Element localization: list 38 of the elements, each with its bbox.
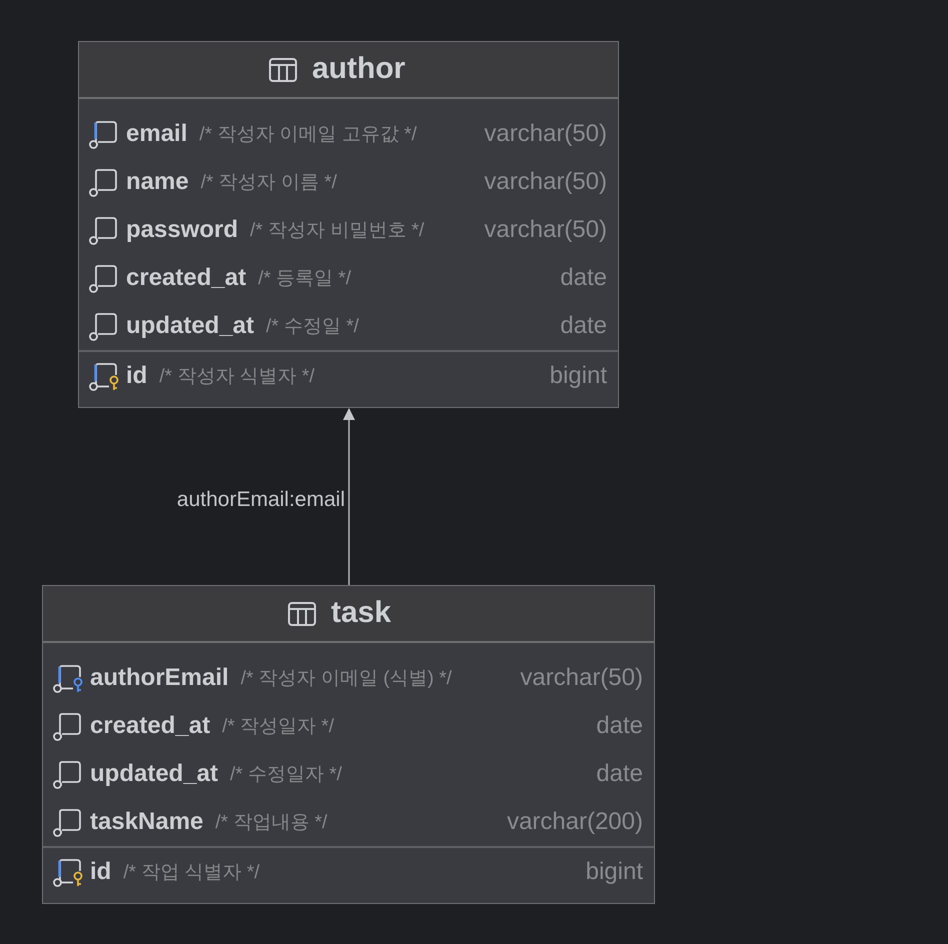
- column-type: varchar(50): [484, 216, 607, 244]
- column-comment: /* 작업내용 */: [215, 811, 328, 835]
- column-name: name: [126, 168, 189, 196]
- column-name: created_at: [90, 712, 210, 740]
- column-name: taskName: [90, 808, 204, 836]
- column-type: varchar(200): [506, 808, 643, 836]
- column-name: created_at: [126, 264, 246, 292]
- column-comment: /* 작성자 식별자 */: [159, 365, 315, 389]
- column-type: date: [596, 760, 643, 788]
- column-comment: /* 작성자 이메일 고유값 */: [199, 123, 417, 147]
- table-name: author: [312, 51, 406, 87]
- column-name: authorEmail: [90, 664, 229, 692]
- column-type: bigint: [550, 362, 607, 390]
- column-comment: /* 작업 식별자 */: [123, 861, 260, 885]
- column-comment: /* 등록일 */: [258, 267, 351, 291]
- arrow: [343, 408, 355, 585]
- column-type: date: [596, 712, 643, 740]
- column-name: email: [126, 120, 188, 148]
- column-type: bigint: [586, 858, 643, 886]
- column-comment: /* 수정일자 */: [230, 763, 342, 787]
- column-type: date: [560, 264, 607, 292]
- column-type: date: [560, 312, 607, 340]
- column-type: varchar(50): [484, 168, 607, 196]
- column-type: varchar(50): [520, 664, 643, 692]
- table-box: [78, 41, 619, 408]
- column-comment: /* 작성자 이름 */: [200, 171, 337, 195]
- column-comment: /* 작성자 비밀번호 */: [250, 219, 424, 243]
- table-name: task: [331, 595, 392, 631]
- column-name: updated_at: [126, 312, 254, 340]
- column-comment: /* 수정일 */: [266, 315, 359, 339]
- column-type: varchar(50): [484, 120, 607, 148]
- column-name: id: [90, 858, 112, 886]
- column-name: id: [126, 362, 148, 390]
- column-comment: /* 작성일자 */: [222, 715, 334, 739]
- column-name: updated_at: [90, 760, 218, 788]
- column-name: password: [126, 216, 238, 244]
- table-box: [42, 585, 655, 904]
- column-comment: /* 작성자 이메일 (식별) */: [240, 667, 452, 691]
